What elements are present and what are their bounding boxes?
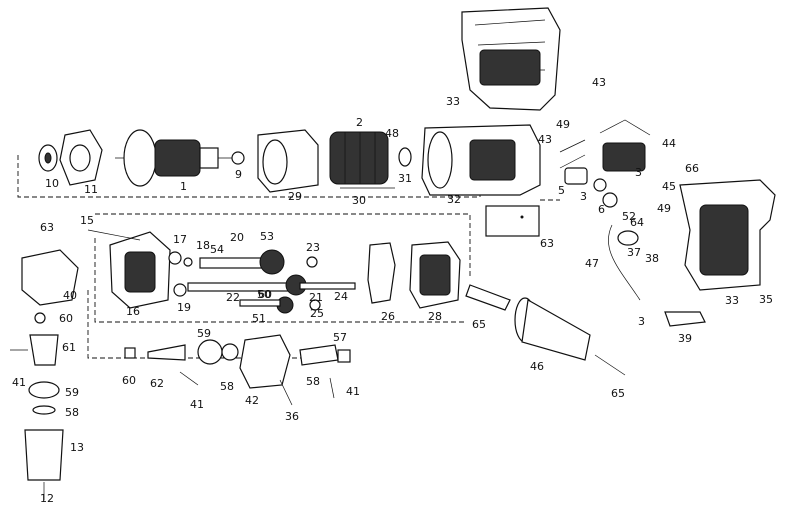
callout-2: 2 — [356, 116, 363, 129]
cord-part — [608, 224, 706, 327]
callout-41-mid: 41 — [190, 398, 204, 411]
callout-61: 61 — [62, 341, 76, 354]
gear-housing-part — [409, 241, 461, 309]
spindle-row-part — [168, 249, 356, 314]
motor-housing-part — [421, 124, 541, 196]
callout-35: 35 — [759, 293, 773, 306]
callout-46: 46 — [530, 360, 544, 373]
callout-38: 38 — [645, 252, 659, 265]
part-callouts: 1 2 3 3 3 5 6 9 10 11 12 13 15 16 17 18 … — [12, 76, 773, 505]
callout-33-handle: 33 — [725, 294, 739, 307]
callout-66: 66 — [685, 162, 699, 175]
callout-18: 18 — [196, 239, 210, 252]
gasket-part — [367, 242, 396, 304]
washer-part — [38, 144, 58, 172]
callout-54: 54 — [210, 243, 224, 256]
callout-30: 30 — [352, 194, 366, 207]
callout-28: 28 — [428, 310, 442, 323]
callout-57: 57 — [333, 331, 347, 344]
callout-1: 1 — [180, 180, 187, 193]
callout-59-mid: 59 — [197, 327, 211, 340]
gear-case-part — [109, 231, 171, 309]
callout-41-right: 41 — [346, 385, 360, 398]
callout-47: 47 — [585, 257, 599, 270]
top-housing-part — [461, 7, 561, 111]
callout-58-mid: 58 — [220, 380, 234, 393]
callout-43: 43 — [538, 133, 552, 146]
callout-42: 42 — [245, 394, 259, 407]
field-housing-part — [257, 129, 319, 193]
brush-holder-part — [559, 139, 618, 208]
callout-60-bottom: 60 — [122, 374, 136, 387]
callout-10: 10 — [45, 177, 59, 190]
callout-3: 3 — [580, 190, 587, 203]
callout-17: 17 — [173, 233, 187, 246]
callout-60-mid: 60 — [258, 288, 272, 301]
callout-36: 36 — [285, 410, 299, 423]
bearing-part — [231, 151, 245, 165]
callout-5: 5 — [558, 184, 565, 197]
callout-16: 16 — [126, 305, 140, 318]
callout-3-b: 3 — [635, 166, 642, 179]
callout-58-left: 58 — [65, 406, 79, 419]
callout-44: 44 — [662, 137, 676, 150]
fan-baffle-part — [59, 129, 103, 186]
callout-24: 24 — [334, 290, 348, 303]
switch-part — [599, 119, 651, 172]
callout-63-plate: 63 — [540, 237, 554, 250]
callout-33-top: 33 — [446, 95, 460, 108]
callout-31: 31 — [398, 172, 412, 185]
bearing-31-part — [398, 147, 412, 167]
callout-49: 49 — [657, 202, 671, 215]
callout-65-bottom: 65 — [611, 387, 625, 400]
chuck-stack-part — [10, 249, 79, 500]
armature-part — [115, 129, 240, 187]
side-handle-part — [465, 284, 626, 376]
callout-49-top: 49 — [556, 118, 570, 131]
callout-37: 37 — [627, 246, 641, 259]
callout-6: 6 — [598, 203, 605, 216]
callout-50: 50 — [257, 288, 271, 301]
callout-58-right: 58 — [306, 375, 320, 388]
callout-60-left: 60 — [59, 312, 73, 325]
callout-29: 29 — [288, 190, 302, 203]
callout-62: 62 — [150, 377, 164, 390]
callout-39: 39 — [678, 332, 692, 345]
callout-45: 45 — [662, 180, 676, 193]
callout-59-left: 59 — [65, 386, 79, 399]
callout-19: 19 — [177, 301, 191, 314]
handle-housing-part — [679, 179, 776, 291]
callout-25: 25 — [310, 307, 324, 320]
callout-12: 12 — [40, 492, 54, 505]
callout-63-chuck: 63 — [40, 221, 54, 234]
callout-40: 40 — [63, 289, 77, 302]
attachment-row-part — [124, 334, 351, 406]
callout-32: 32 — [447, 193, 461, 206]
callout-15: 15 — [80, 214, 94, 227]
callout-43-top: 43 — [592, 76, 606, 89]
callout-64: 64 — [630, 216, 644, 229]
callout-48: 48 — [385, 127, 399, 140]
callout-53: 53 — [260, 230, 274, 243]
callout-65-side: 65 — [472, 318, 486, 331]
field-part — [329, 131, 395, 189]
name-plate-part — [485, 205, 540, 237]
callout-20: 20 — [230, 231, 244, 244]
callout-3-c: 3 — [638, 315, 645, 328]
screw-15-part — [87, 229, 141, 241]
callout-41-left: 41 — [12, 376, 26, 389]
callout-22: 22 — [226, 291, 240, 304]
callout-51: 51 — [252, 312, 266, 325]
callout-11: 11 — [84, 183, 98, 196]
callout-9: 9 — [235, 168, 242, 181]
callout-26: 26 — [381, 310, 395, 323]
callout-52: 52 — [622, 210, 636, 223]
callout-13: 13 — [70, 441, 84, 454]
callout-21: 21 — [309, 291, 323, 304]
callout-23: 23 — [306, 241, 320, 254]
